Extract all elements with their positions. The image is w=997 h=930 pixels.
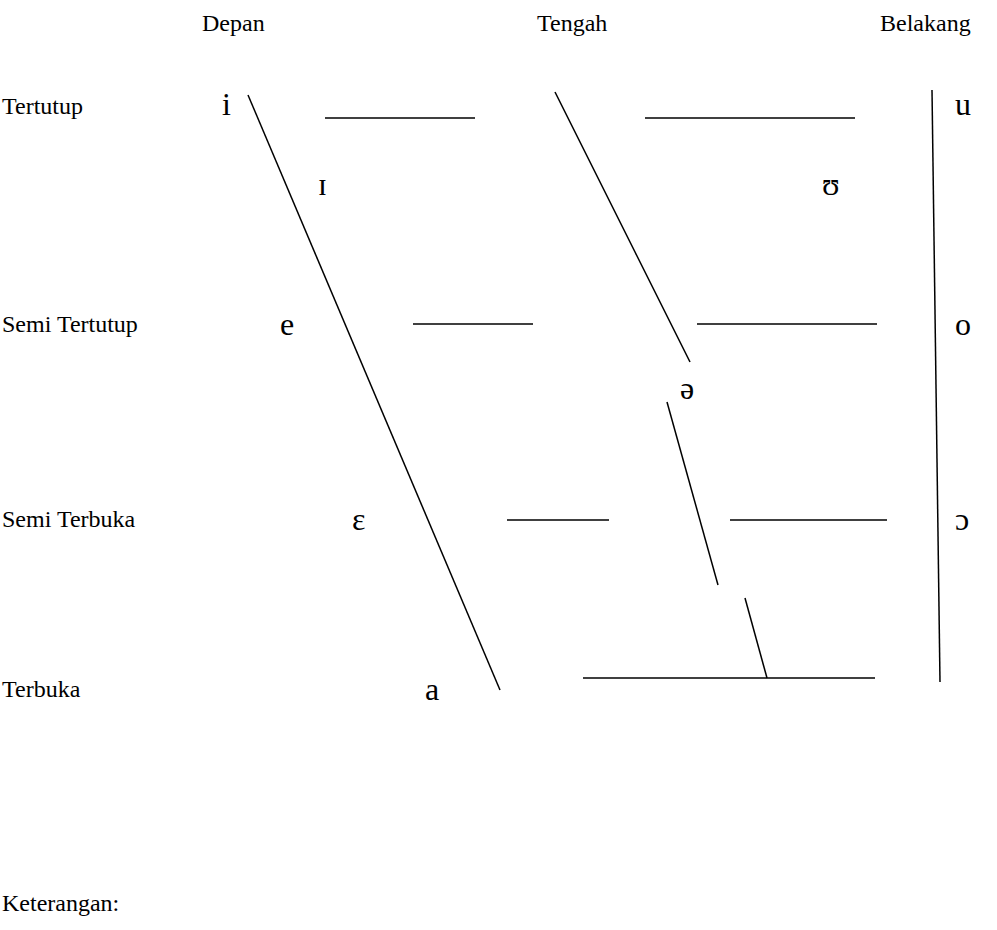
note-heading: Keterangan: xyxy=(2,891,119,915)
front-diagonal-line xyxy=(248,95,500,690)
vowel-symbol: ɪ xyxy=(318,168,327,200)
row-heading: Tertutup xyxy=(2,94,83,118)
vowel-symbol: a xyxy=(425,673,439,705)
central-line xyxy=(667,402,718,585)
column-heading: Tengah xyxy=(537,11,607,35)
central-line xyxy=(555,92,690,362)
vowel-symbol: o xyxy=(955,308,971,340)
close-row-line xyxy=(645,117,855,119)
vowel-symbol: ə xyxy=(680,372,694,404)
vowel-symbol: e xyxy=(280,308,294,340)
open-mid-row-line xyxy=(507,519,609,521)
row-heading: Semi Tertutup xyxy=(2,312,138,336)
open-row-line xyxy=(583,677,875,679)
open-mid-row-line xyxy=(730,519,887,521)
row-heading: Semi Terbuka xyxy=(2,507,135,531)
vowel-symbol: ʊ xyxy=(822,168,840,200)
close-row-line xyxy=(325,117,475,119)
column-heading: Depan xyxy=(202,11,265,35)
vowel-symbol: u xyxy=(955,88,971,120)
close-mid-row-line xyxy=(413,323,533,325)
vowel-symbol: ɔ xyxy=(955,503,969,535)
vowel-symbol: ε xyxy=(352,503,365,535)
back-line xyxy=(932,90,940,682)
central-line xyxy=(745,598,767,678)
row-heading: Terbuka xyxy=(2,677,80,701)
close-mid-row-line xyxy=(697,323,877,325)
vowel-symbol: i xyxy=(222,88,231,120)
column-heading: Belakang xyxy=(880,11,971,35)
